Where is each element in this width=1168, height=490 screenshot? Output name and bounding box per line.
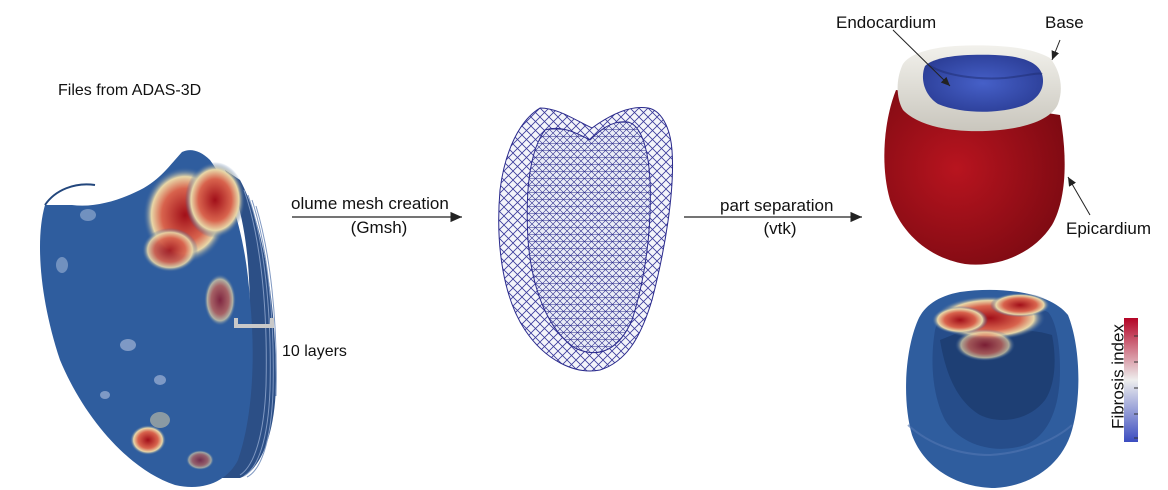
adas-heart-model bbox=[40, 150, 276, 487]
fibrosis-colorbar bbox=[1124, 318, 1138, 442]
volume-mesh-model bbox=[499, 107, 673, 370]
separated-parts-model bbox=[884, 45, 1064, 264]
pointer-epicardium bbox=[1068, 177, 1090, 215]
pointer-base bbox=[1052, 40, 1060, 60]
fibrosis-heart-model bbox=[906, 290, 1078, 488]
